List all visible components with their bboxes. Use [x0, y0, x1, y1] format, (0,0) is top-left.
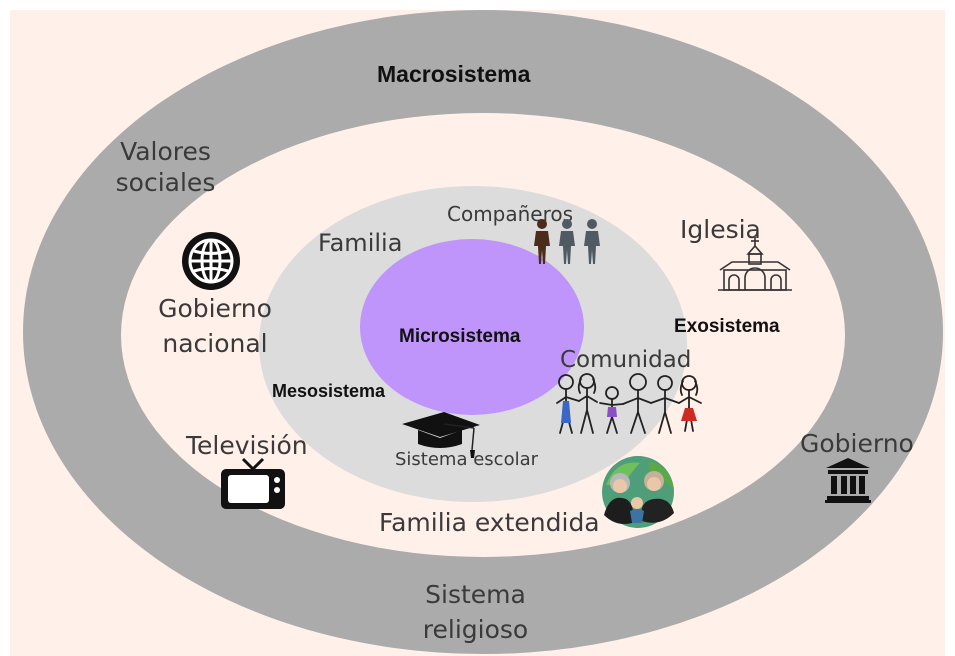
microsystem-core	[360, 239, 584, 415]
familia-extendida-label: Familia extendida	[379, 508, 600, 537]
sistema-escolar-label: Sistema escolar	[395, 449, 539, 470]
government-building-icon	[825, 458, 871, 503]
gobierno-nacional-label: Gobierno nacional	[150, 291, 280, 361]
comunidad-label: Comunidad	[560, 347, 692, 373]
community-clothing	[561, 401, 697, 423]
nacional-line: nacional	[162, 329, 268, 358]
extended-family-icon	[602, 456, 674, 528]
television-icon	[221, 457, 285, 509]
gobierno-label: Gobierno	[800, 429, 914, 458]
gobierno-line: Gobierno	[158, 294, 272, 323]
person-2	[559, 219, 575, 264]
graduation-cap-icon	[402, 412, 480, 458]
sistema-line: Sistema	[425, 580, 526, 609]
mesosystem-label: Mesosistema	[272, 381, 386, 401]
macrosystem-label: Macrosistema	[377, 61, 531, 87]
iglesia-label: Iglesia	[680, 215, 761, 244]
valores-line: Valores	[120, 137, 211, 166]
valores-sociales-label: Valores sociales	[108, 136, 223, 199]
globe-icon	[182, 232, 240, 290]
familia-label: Familia	[318, 229, 403, 257]
people-icon	[534, 219, 600, 264]
religioso-line: religioso	[422, 615, 529, 644]
person-1	[534, 219, 550, 264]
sistema-religioso-label: Sistema religioso	[418, 577, 533, 647]
television-label: Televisión	[186, 431, 308, 460]
sociales-line: sociales	[115, 168, 216, 198]
microsystem-label: Microsistema	[399, 326, 521, 347]
community-people-icon	[556, 373, 702, 434]
church-icon	[718, 237, 792, 291]
exosystem-label: Exosistema	[674, 316, 780, 337]
person-3	[584, 219, 600, 264]
companeros-label: Compañeros	[447, 202, 574, 226]
